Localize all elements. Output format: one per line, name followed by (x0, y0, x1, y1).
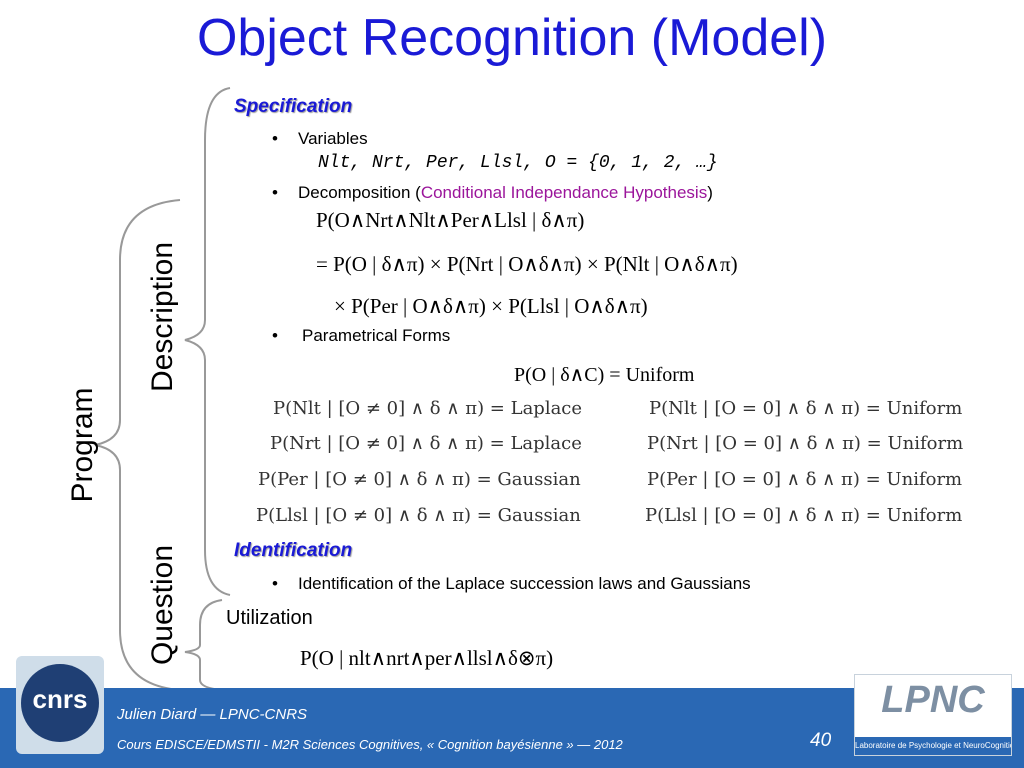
description-label: Description (146, 241, 179, 393)
form-row-per-right: P(Per | [O = 0] ∧ δ ∧ π) = Uniform (647, 469, 963, 490)
form-row-nlt-left: P(Nlt | [O ≠ 0] ∧ δ ∧ π) = Laplace (273, 398, 583, 419)
specification-heading: Specification (234, 96, 353, 117)
decomposition-line-2: × P(Per | O∧δ∧π) × P(Llsl | O∧δ∧π) (334, 294, 648, 318)
variables-list: Nlt, Nrt, Per, Llsl, O = {0, 1, 2, …} (318, 153, 718, 173)
bullet-dot: • (272, 183, 278, 202)
form-row-llsl-left: P(Llsl | [O ≠ 0] ∧ δ ∧ π) = Gaussian (256, 505, 581, 526)
footer-author: Julien Diard — LPNC-CNRS (117, 706, 308, 723)
parametrical-forms-item: • Parametrical Forms (272, 326, 450, 346)
variables-item: • Variables (272, 129, 368, 149)
form-row-nrt-right: P(Nrt | [O = 0] ∧ δ ∧ π) = Uniform (647, 433, 964, 454)
decomposition-line-1: = P(O | δ∧π) × P(Nrt | O∧δ∧π) × P(Nlt | … (316, 252, 738, 276)
lpnc-logo: LPNC Laboratoire de Psychologie et Neuro… (854, 674, 1012, 756)
variables-label: Variables (298, 129, 368, 148)
question-label: Question (146, 544, 179, 666)
program-label: Program (66, 387, 99, 503)
bullet-dot: • (272, 574, 278, 593)
utilization-heading: Utilization (226, 607, 313, 629)
lpnc-logo-text: LPNC (881, 679, 985, 721)
decomposition-prefix: Decomposition ( (298, 183, 421, 202)
identification-heading: Identification (234, 540, 353, 561)
form-row-nlt-right: P(Nlt | [O = 0] ∧ δ ∧ π) = Uniform (649, 398, 963, 419)
cnrs-logo: cnrs (16, 656, 104, 754)
footer-course: Cours EDISCE/EDMSTII - M2R Sciences Cogn… (117, 737, 623, 752)
identification-item: • Identification of the Laplace successio… (272, 574, 751, 594)
form-row-nrt-left: P(Nrt | [O ≠ 0] ∧ δ ∧ π) = Laplace (270, 433, 582, 454)
description-brace (184, 87, 231, 596)
question-equation: P(O | nlt∧nrt∧per∧llsl∧δ⊗π) (300, 646, 554, 670)
form-row-per-left: P(Per | [O ≠ 0] ∧ δ ∧ π) = Gaussian (258, 469, 581, 490)
page-number: 40 (810, 730, 832, 751)
lpnc-logo-caption: Laboratoire de Psychologie et NeuroCogni… (855, 737, 1011, 755)
decomposition-item: • Decomposition (Conditional Independance… (272, 183, 713, 203)
uniform-o-form: P(O | δ∧C) = Uniform (514, 364, 695, 386)
footer-bar (0, 688, 1024, 768)
question-brace (184, 599, 223, 691)
cnrs-logo-text: cnrs (32, 684, 88, 714)
program-brace (94, 199, 181, 691)
bullet-dot: • (272, 326, 278, 345)
decomposition-hypothesis: Conditional Independance Hypothesis (420, 183, 708, 202)
parametrical-forms-label: Parametrical Forms (302, 326, 451, 345)
slide-title: Object Recognition (Model) (196, 9, 828, 67)
decomposition-suffix: ) (707, 183, 713, 202)
form-row-llsl-right: P(Llsl | [O = 0] ∧ δ ∧ π) = Uniform (645, 505, 963, 526)
bullet-dot: • (272, 129, 278, 148)
identification-text: Identification of the Laplace succession… (298, 574, 751, 593)
joint-equation: P(O∧Nrt∧Nlt∧Per∧Llsl | δ∧π) (316, 208, 585, 232)
cnrs-logo-circle (21, 664, 99, 742)
